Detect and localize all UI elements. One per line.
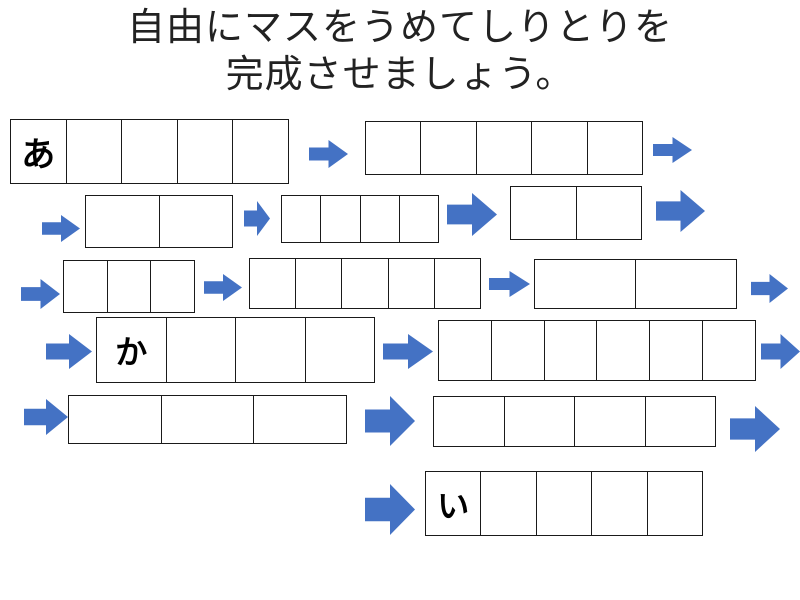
answer-grid-row2-c [510, 186, 642, 240]
answer-grid-row5-b [433, 396, 716, 447]
blank-answer-cell[interactable] [420, 122, 475, 174]
blank-answer-cell[interactable] [531, 122, 586, 174]
answer-grid-row2-a [85, 195, 233, 248]
blank-answer-cell[interactable] [64, 261, 107, 312]
blank-answer-cell[interactable] [160, 396, 254, 443]
blank-answer-cell[interactable] [574, 397, 645, 446]
blank-answer-cell[interactable] [398, 196, 438, 242]
answer-grid-row5-a [68, 395, 347, 444]
right-arrow-icon [383, 334, 433, 369]
answer-grid-row3-c [534, 259, 737, 309]
blank-answer-cell[interactable] [575, 187, 642, 239]
answer-grid-row4-b [438, 320, 756, 381]
blank-answer-cell[interactable] [387, 259, 434, 308]
blank-answer-cell[interactable] [165, 318, 236, 382]
blank-answer-cell[interactable] [304, 318, 375, 382]
right-arrow-icon [46, 334, 92, 369]
blank-answer-cell[interactable] [158, 196, 233, 247]
right-arrow-icon [42, 215, 80, 242]
blank-answer-cell[interactable] [106, 261, 151, 312]
blank-answer-cell[interactable] [366, 122, 420, 174]
right-arrow-icon [204, 274, 242, 301]
given-character-cell: あ [21, 135, 56, 175]
blank-answer-cell[interactable] [511, 187, 576, 239]
answer-grid-row3-a [63, 260, 195, 313]
blank-answer-cell[interactable] [359, 196, 399, 242]
answer-grid-row6-a: い [425, 471, 703, 536]
right-arrow-icon [489, 271, 530, 297]
right-arrow-icon [761, 334, 800, 369]
blank-answer-cell[interactable] [702, 321, 755, 380]
right-arrow-icon [656, 190, 705, 232]
blank-answer-cell[interactable] [586, 122, 642, 174]
right-arrow-icon [21, 279, 60, 309]
blank-answer-cell[interactable] [480, 472, 535, 535]
instruction-title: 自由にマスをうめてしりとりを 完成させましょう。 [0, 4, 800, 98]
right-arrow-icon [365, 396, 415, 446]
right-arrow-icon [309, 140, 348, 168]
blank-answer-cell[interactable] [65, 120, 122, 183]
blank-answer-cell[interactable] [176, 120, 233, 183]
blank-answer-cell[interactable] [591, 472, 646, 535]
blank-answer-cell[interactable] [433, 259, 480, 308]
blank-answer-cell[interactable] [282, 196, 320, 242]
right-arrow-icon [365, 484, 415, 535]
right-arrow-icon [653, 137, 692, 163]
blank-answer-cell[interactable] [250, 259, 295, 308]
blank-answer-cell[interactable] [235, 318, 305, 382]
blank-answer-cell[interactable] [86, 196, 159, 247]
blank-answer-cell[interactable] [439, 321, 491, 380]
given-character-cell: い [437, 486, 470, 525]
blank-answer-cell[interactable] [535, 260, 635, 308]
right-arrow-icon [751, 274, 788, 303]
right-arrow-icon [447, 193, 497, 236]
blank-answer-cell[interactable] [635, 260, 736, 308]
given-character-cell: か [115, 333, 148, 371]
blank-answer-cell[interactable] [320, 196, 359, 242]
blank-answer-cell[interactable] [295, 259, 341, 308]
answer-grid-row2-b [281, 195, 439, 243]
blank-answer-cell[interactable] [232, 120, 288, 183]
title-line-1: 自由にマスをうめてしりとりを [126, 5, 673, 49]
blank-answer-cell[interactable] [596, 321, 649, 380]
blank-answer-cell[interactable] [535, 472, 591, 535]
blank-answer-cell[interactable] [253, 396, 346, 443]
blank-answer-cell[interactable] [475, 122, 531, 174]
blank-answer-cell[interactable] [69, 396, 161, 443]
blank-answer-cell[interactable] [150, 261, 194, 312]
right-arrow-icon [244, 201, 270, 236]
title-line-2: 完成させましょう。 [225, 52, 575, 96]
blank-answer-cell[interactable] [649, 321, 702, 380]
blank-answer-cell[interactable] [490, 321, 544, 380]
blank-answer-cell[interactable] [543, 321, 597, 380]
right-arrow-icon [24, 399, 68, 435]
blank-answer-cell[interactable] [503, 397, 575, 446]
answer-grid-row1-a: あ [10, 119, 289, 184]
blank-answer-cell[interactable] [646, 472, 702, 535]
answer-grid-row3-b [249, 258, 481, 309]
right-arrow-icon [730, 406, 780, 452]
blank-answer-cell[interactable] [341, 259, 387, 308]
blank-answer-cell[interactable] [644, 397, 716, 446]
blank-answer-cell[interactable] [121, 120, 177, 183]
answer-grid-row1-b [365, 121, 643, 175]
blank-answer-cell[interactable] [434, 397, 504, 446]
answer-grid-row4-a: か [96, 317, 375, 383]
